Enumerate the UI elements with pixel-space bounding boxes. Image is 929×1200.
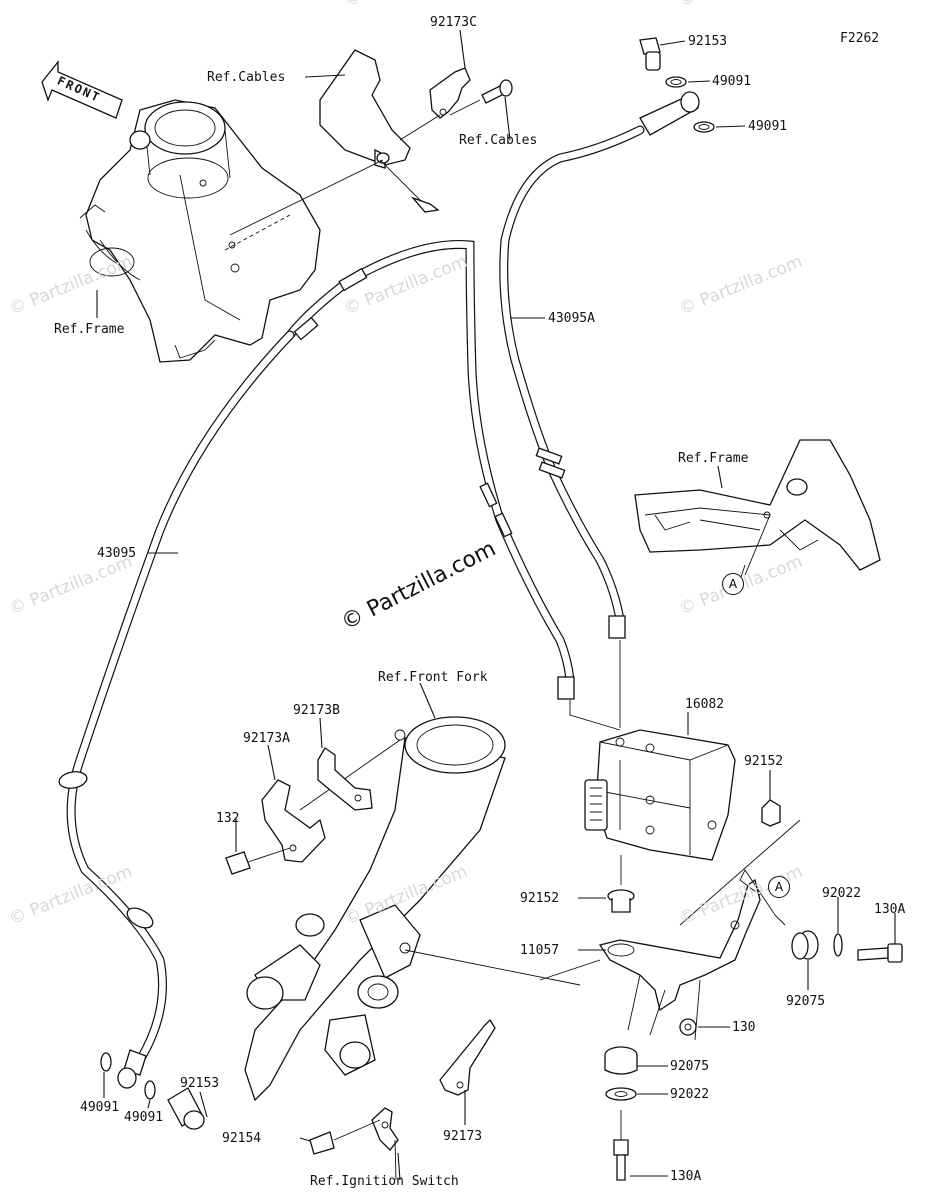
label-92022-a: 92022 (822, 886, 862, 901)
label-130: 130 (732, 1020, 756, 1035)
bolt-cables-part (449, 79, 513, 116)
clamp-92173-part (439, 1018, 496, 1096)
clamp-92173C-part (399, 67, 471, 141)
label-92022-b: 92022 (670, 1087, 710, 1102)
label-16082: 16082 (685, 697, 725, 712)
label-92153-top: 92153 (688, 34, 728, 49)
label-43095: 43095 (97, 546, 137, 561)
label-49091-a: 49091 (712, 74, 752, 89)
bracket-ignition-part (371, 1107, 399, 1181)
bolt-130-part (679, 1018, 697, 1036)
label-ref-front-fork: Ref.Front Fork (378, 670, 488, 685)
label-ref-cables-top: Ref.Cables (207, 70, 286, 85)
leader-lines (96, 29, 896, 1181)
label-92152-b: 92152 (520, 891, 560, 906)
label-92152-a: 92152 (744, 754, 784, 769)
label-92075-b: 92075 (670, 1059, 710, 1074)
label-92075-a: 92075 (786, 994, 826, 1009)
bolt-132-part (225, 847, 291, 875)
label-92173: 92173 (443, 1129, 483, 1144)
collar-92152-part (607, 799, 781, 913)
bolt-130A-part (613, 943, 903, 1181)
frame-head-part (79, 99, 321, 363)
label-92173A: 92173A (243, 731, 290, 746)
label-92173B: 92173B (293, 703, 340, 718)
banjo-bolt-bottom-part (100, 1052, 205, 1130)
label-ref-frame-left: Ref.Frame (54, 322, 125, 337)
label-49091-b: 49091 (748, 119, 788, 134)
label-92153-bottom: 92153 (180, 1076, 220, 1091)
front-arrow-icon (41, 60, 123, 119)
clamp-92173A-part (261, 779, 326, 863)
label-132: 132 (216, 811, 240, 826)
label-ref-frame-right: Ref.Frame (678, 451, 749, 466)
ref-A-marker-top: A (722, 573, 744, 595)
label-130A-b: 130A (670, 1169, 702, 1184)
front-fork-part (244, 716, 581, 1102)
label-ref-cables-right: Ref.Cables (459, 133, 538, 148)
clamp-92173B-part (317, 747, 373, 811)
label-49091-d: 49091 (124, 1110, 164, 1125)
hose-middle-part (285, 239, 575, 700)
hose-43095A-part (499, 91, 700, 639)
label-130A-a: 130A (874, 902, 906, 917)
screw-92154-part (309, 1119, 381, 1155)
label-92173C: 92173C (430, 15, 477, 30)
grommet-92075-part (604, 930, 843, 1101)
abs-unit-part (569, 640, 736, 861)
label-49091-c: 49091 (80, 1100, 120, 1115)
frame-right-part (634, 439, 881, 576)
hose-43095-part (58, 330, 295, 1089)
figure-id: F2262 (840, 31, 880, 46)
label-92154: 92154 (222, 1131, 262, 1146)
label-43095A: 43095A (548, 311, 595, 326)
ref-A-marker-bottom: A (768, 876, 790, 898)
banjo-bolt-top-part (639, 37, 715, 133)
label-ref-ignition-switch: Ref.Ignition Switch (310, 1174, 459, 1189)
label-11057: 11057 (520, 943, 560, 958)
